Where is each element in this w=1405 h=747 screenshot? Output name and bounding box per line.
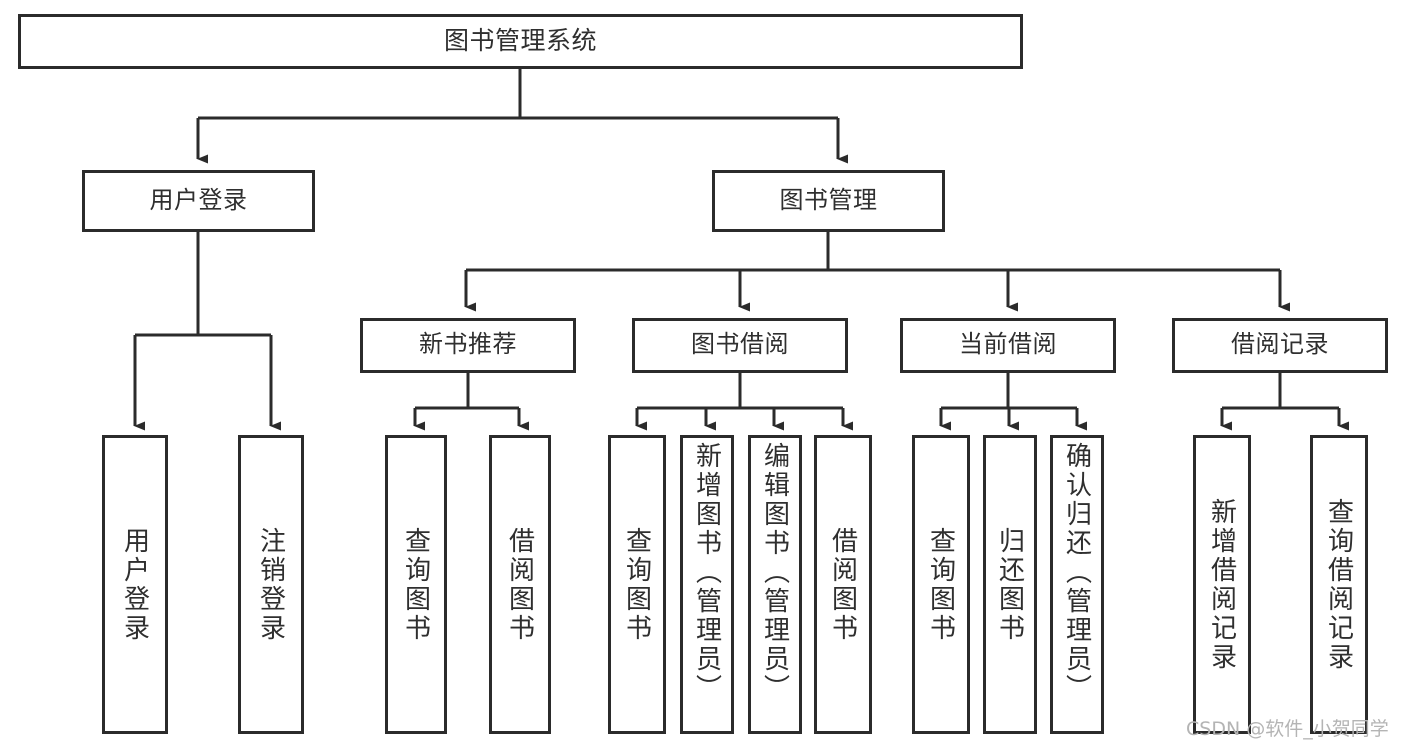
node-leaf-borrow-query-book-label: 查询图书 xyxy=(622,526,653,643)
node-leaf-new-book-query-label: 查询图书 xyxy=(401,526,432,643)
node-root-system[interactable]: 图书管理系统 xyxy=(18,14,1023,69)
node-book-borrow[interactable]: 图书借阅 xyxy=(632,318,848,373)
node-leaf-borrow-query-book[interactable]: 查询图书 xyxy=(608,435,666,734)
node-leaf-current-return-book-label: 归还图书 xyxy=(995,526,1026,643)
node-leaf-borrow-edit-book-label: 编辑图书（管理员） xyxy=(760,442,791,703)
node-leaf-user-login-signin[interactable]: 用户登录 xyxy=(102,435,168,734)
node-leaf-current-return-book[interactable]: 归还图书 xyxy=(983,435,1037,734)
node-leaf-current-query-book[interactable]: 查询图书 xyxy=(912,435,970,734)
node-book-borrow-label: 图书借阅 xyxy=(691,331,789,359)
node-new-book-recommend[interactable]: 新书推荐 xyxy=(360,318,576,373)
node-leaf-current-confirm-return[interactable]: 确认归还（管理员） xyxy=(1050,435,1104,734)
node-leaf-borrow-borrow-book-label: 借阅图书 xyxy=(828,526,859,643)
node-borrow-record-label: 借阅记录 xyxy=(1231,331,1329,359)
node-leaf-borrow-edit-book[interactable]: 编辑图书（管理员） xyxy=(748,435,802,734)
node-current-borrow[interactable]: 当前借阅 xyxy=(900,318,1116,373)
node-borrow-record[interactable]: 借阅记录 xyxy=(1172,318,1388,373)
node-leaf-record-query-label: 查询借阅记录 xyxy=(1324,497,1355,672)
node-leaf-new-book-borrow[interactable]: 借阅图书 xyxy=(489,435,551,734)
node-root-system-label: 图书管理系统 xyxy=(443,26,597,55)
node-leaf-record-query[interactable]: 查询借阅记录 xyxy=(1310,435,1368,734)
node-user-login-label: 用户登录 xyxy=(149,186,248,214)
node-leaf-user-login-signout-label: 注销登录 xyxy=(256,526,287,643)
node-leaf-current-confirm-return-label: 确认归还（管理员） xyxy=(1062,442,1093,703)
node-leaf-new-book-borrow-label: 借阅图书 xyxy=(505,526,536,643)
csdn-watermark: CSDN @软件_小贺同学 xyxy=(1186,718,1389,740)
node-leaf-new-book-query[interactable]: 查询图书 xyxy=(385,435,447,734)
node-leaf-borrow-add-book-label: 新增图书（管理员） xyxy=(692,442,723,703)
node-leaf-user-login-signout[interactable]: 注销登录 xyxy=(238,435,304,734)
node-user-login[interactable]: 用户登录 xyxy=(82,170,315,232)
node-current-borrow-label: 当前借阅 xyxy=(959,331,1057,359)
node-leaf-record-add[interactable]: 新增借阅记录 xyxy=(1193,435,1251,734)
node-book-management[interactable]: 图书管理 xyxy=(712,170,945,232)
node-leaf-user-login-signin-label: 用户登录 xyxy=(120,526,151,643)
node-leaf-record-add-label: 新增借阅记录 xyxy=(1207,497,1238,672)
node-leaf-borrow-borrow-book[interactable]: 借阅图书 xyxy=(814,435,872,734)
node-new-book-recommend-label: 新书推荐 xyxy=(419,331,517,359)
node-leaf-borrow-add-book[interactable]: 新增图书（管理员） xyxy=(680,435,734,734)
node-leaf-current-query-book-label: 查询图书 xyxy=(926,526,957,643)
node-book-management-label: 图书管理 xyxy=(779,186,878,214)
